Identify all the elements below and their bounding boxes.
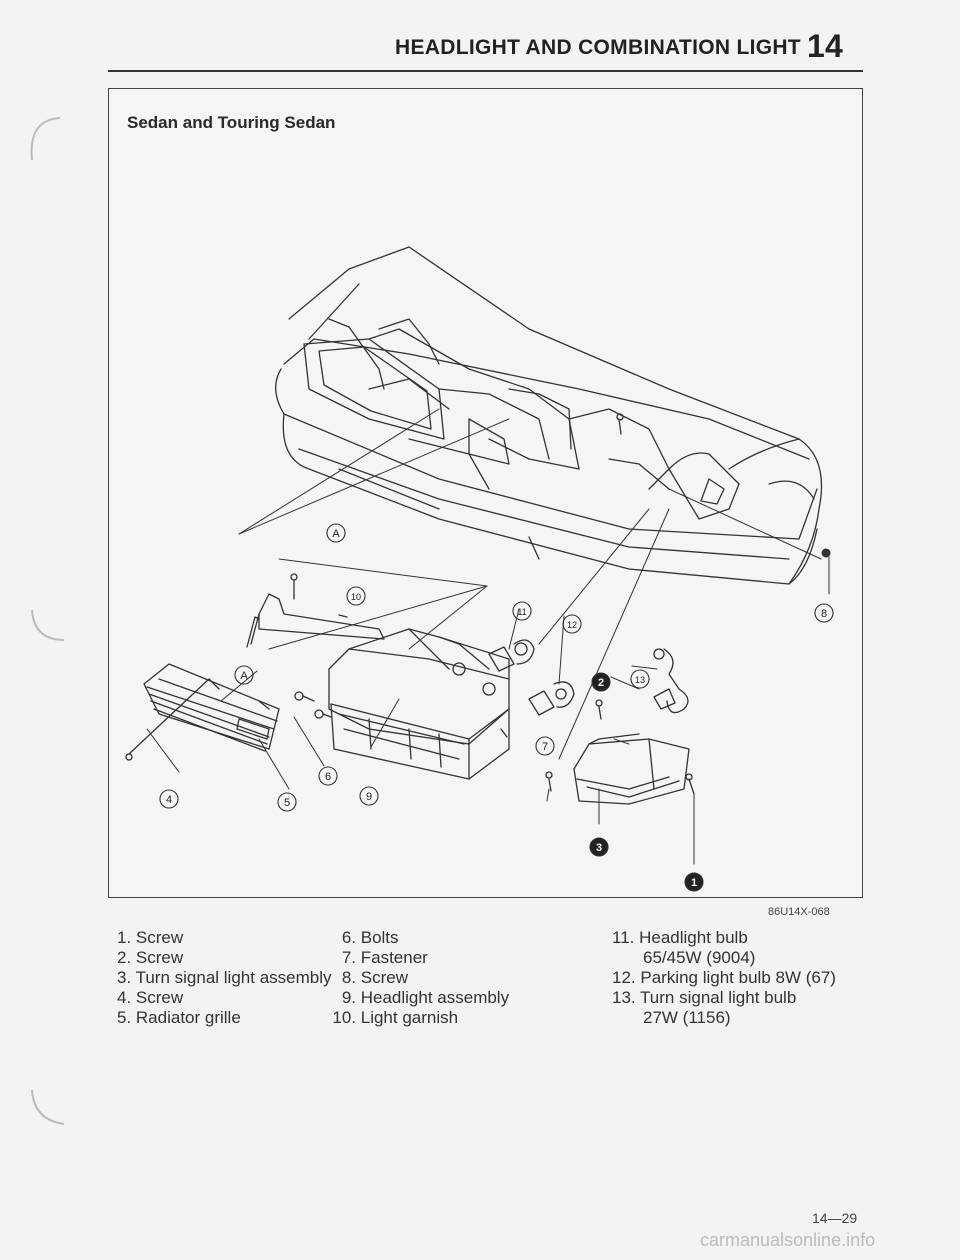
light-garnish xyxy=(246,573,385,648)
watermark: carmanualsonline.info xyxy=(700,1230,876,1250)
binder-hole-mark xyxy=(31,1089,65,1125)
legend-item: 4. Screw xyxy=(117,988,184,1007)
callout-13: 13 xyxy=(635,675,645,685)
legend-item: 65/45W (9004) xyxy=(643,948,756,967)
legend-column-1: 1. Screw 2. Screw 3. Turn signal light a… xyxy=(117,928,332,1028)
legend-item: 6. Bolts xyxy=(341,928,399,947)
figure-heading: Sedan and Touring Sedan xyxy=(127,113,336,132)
binder-hole-mark xyxy=(31,609,65,641)
legend-item: 7. Fastener xyxy=(341,948,428,967)
bulbs xyxy=(488,639,575,716)
callout-11: 11 xyxy=(517,607,526,617)
legend-item: 9. Headlight assembly xyxy=(341,988,510,1007)
legend-item: 27W (1156) xyxy=(643,1008,731,1027)
callout-7: 7 xyxy=(542,741,548,753)
headlight-exploded-drawing: A A 4 5 6 7 8 9 10 11 12 13 2 3 1 xyxy=(125,246,834,892)
legend-item: 11. Headlight bulb xyxy=(612,928,748,947)
headlight-assembly xyxy=(294,628,510,780)
leader-lines xyxy=(238,408,831,760)
callout-12: 12 xyxy=(567,620,577,630)
legend-column-2: 6. Bolts 7. Fastener 8. Screw 9. Headlig… xyxy=(328,928,509,1028)
callout-A-lower: A xyxy=(240,670,248,682)
legend-item: 5. Radiator grille xyxy=(117,1008,241,1027)
callout-2: 2 xyxy=(598,677,604,689)
callout-8: 8 xyxy=(821,608,827,620)
callout-9: 9 xyxy=(366,791,372,803)
callout-6: 6 xyxy=(325,771,331,783)
legend-column-3: 11. Headlight bulb 65/45W (9004) 12. Par… xyxy=(612,928,836,1028)
callout-A-upper: A xyxy=(332,528,340,540)
car-front-body xyxy=(275,246,823,585)
legend-item: 2. Screw xyxy=(117,948,184,967)
legend-item: 3. Turn signal light assembly xyxy=(117,968,332,987)
exploded-view-figure: Sedan and Touring Sedan xyxy=(108,88,863,898)
turn-signal-assembly xyxy=(545,648,695,805)
page-number: 14—29 xyxy=(812,1210,858,1226)
legend-item: 1. Screw xyxy=(117,928,184,947)
legend-item: 12. Parking light bulb 8W (67) xyxy=(612,968,836,987)
callout-10: 10 xyxy=(351,592,361,602)
legend-item: 8. Screw xyxy=(341,968,408,987)
callout-5: 5 xyxy=(284,797,290,809)
header-rule xyxy=(108,70,863,72)
radiator-grille xyxy=(125,663,280,761)
legend-item: 10. Light garnish xyxy=(332,1008,459,1027)
figure-code: 86U14X-068 xyxy=(768,906,830,918)
binder-hole-mark xyxy=(30,117,61,161)
callout-4: 4 xyxy=(166,794,172,806)
callout-1: 1 xyxy=(691,877,697,889)
legend-item: 13. Turn signal light bulb xyxy=(612,988,797,1007)
section-title: HEADLIGHT AND COMBINATION LIGHT xyxy=(395,36,801,59)
callout-circles xyxy=(159,523,834,892)
chapter-number: 14 xyxy=(806,28,844,64)
callout-3: 3 xyxy=(596,842,602,854)
callout-leaders xyxy=(146,608,695,865)
